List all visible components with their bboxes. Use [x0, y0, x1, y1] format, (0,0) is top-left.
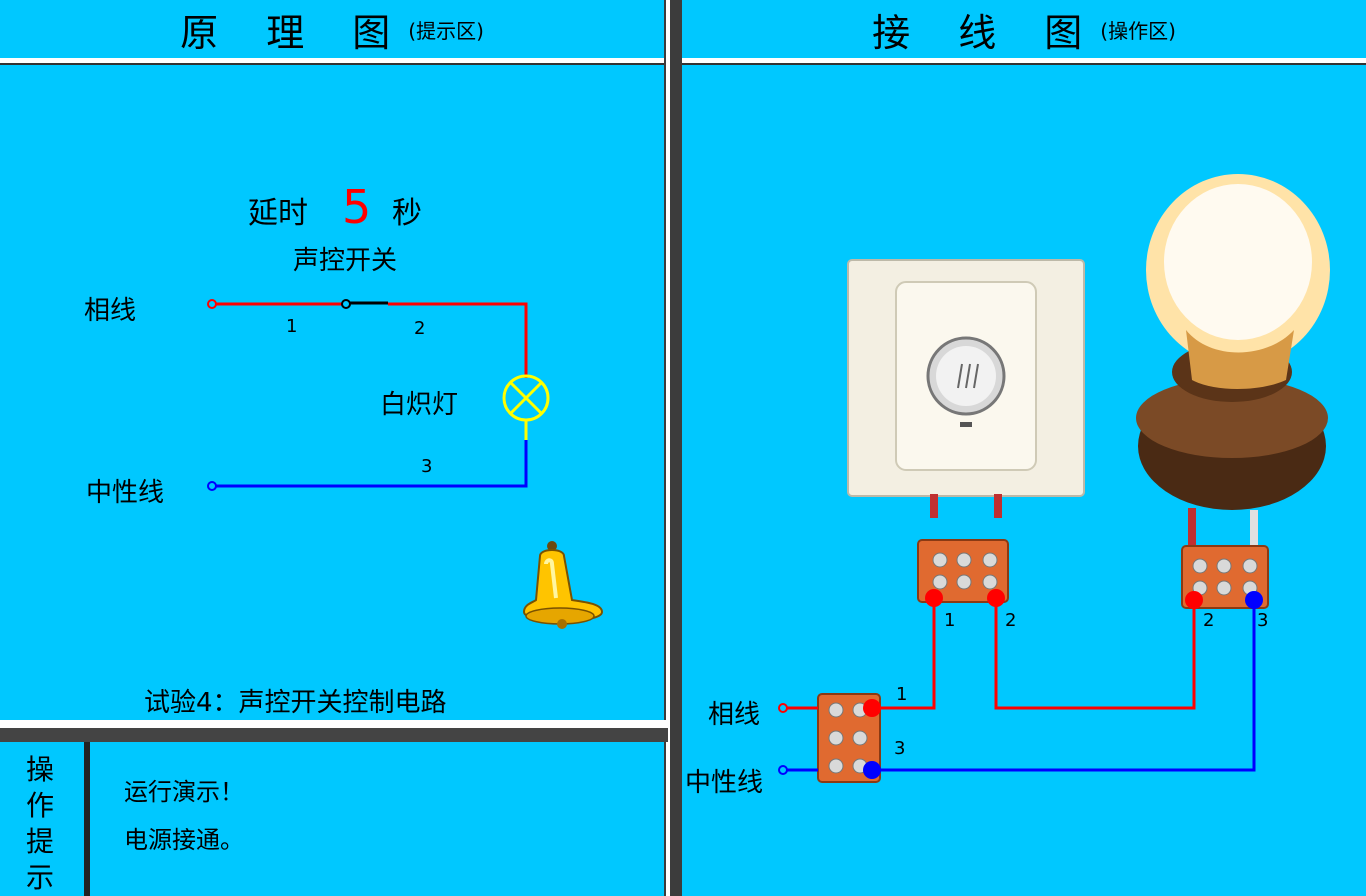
supply-terminal-block	[817, 693, 881, 783]
node-2-label: 2	[414, 318, 426, 339]
lamp-symbol	[502, 374, 550, 422]
hint-label-char-4: 示	[26, 861, 55, 894]
switch-node-2-label: 2	[1005, 610, 1017, 631]
delay-value: 5	[342, 180, 372, 234]
schematic-neutral-terminal	[207, 481, 217, 491]
hint-label-char-2: 作	[26, 789, 55, 822]
lamp-bulb	[1136, 174, 1330, 510]
block-node-3-label: 3	[894, 738, 906, 759]
right-panel-title: 接 线 图 (操作区)	[682, 0, 1366, 58]
delay-prefix: 延时	[248, 196, 308, 231]
hint-line-1: 运行演示！	[124, 778, 244, 806]
lamp-terminal-block	[1181, 545, 1269, 609]
left-title-sub: (提示区)	[408, 18, 484, 43]
switch-node-1-label: 1	[944, 610, 956, 631]
left-title-underline-shadow	[0, 63, 664, 65]
hint-label-divider	[84, 742, 90, 896]
experiment-title: 试验4：声控开关控制电路	[144, 688, 447, 718]
bell-icon	[522, 541, 604, 629]
left-panel-title: 原 理 图 (提示区)	[0, 0, 664, 58]
block-node-1-label: 1	[896, 684, 908, 705]
switch-label: 声控开关	[293, 246, 398, 276]
hint-label-char-1: 操	[26, 753, 55, 786]
right-title-main: 接 线 图	[872, 10, 1101, 55]
schematic-phase-terminal	[207, 299, 217, 309]
node-3-label: 3	[421, 456, 433, 477]
lamp-terminal-2[interactable]	[1185, 591, 1203, 609]
wiring-phase-label: 相线	[708, 700, 761, 730]
wiring-wire-1	[872, 600, 936, 710]
neutral-label: 中性线	[86, 478, 165, 508]
wiring-wire-2	[994, 600, 1196, 710]
phase-label: 相线	[84, 296, 137, 326]
left-title-main: 原 理 图	[180, 10, 409, 55]
neutral-input-terminal[interactable]	[778, 765, 788, 775]
lamp-label: 白炽灯	[380, 390, 459, 420]
lamp-node-2-label: 2	[1203, 610, 1215, 631]
hint-top-border-shadow	[0, 728, 668, 742]
vertical-divider-highlight	[666, 0, 670, 896]
right-title-underline-shadow	[682, 63, 1366, 65]
schematic-neutral-wire	[214, 440, 528, 488]
lamp-node-3-label: 3	[1257, 610, 1269, 631]
delay-suffix: 秒	[392, 196, 422, 231]
hint-top-border	[0, 720, 668, 728]
hint-line-2: 电源接通。	[124, 826, 244, 854]
supply-terminal-1[interactable]	[863, 699, 881, 717]
sound-control-switch[interactable]	[847, 259, 1085, 497]
node-1-label: 1	[286, 316, 298, 337]
switch-terminal-2[interactable]	[987, 589, 1005, 607]
wiring-wire-3	[872, 600, 1256, 772]
schematic-phase-wire-b	[388, 302, 528, 378]
phase-input-terminal[interactable]	[778, 703, 788, 713]
lamp-terminal-3[interactable]	[1245, 591, 1263, 609]
wiring-neutral-label: 中性线	[685, 768, 764, 798]
right-title-sub: (操作区)	[1100, 18, 1176, 43]
switch-pivot	[341, 299, 351, 309]
hint-label-char-3: 提	[26, 825, 55, 858]
switch-terminal-block	[917, 539, 1009, 603]
supply-terminal-3[interactable]	[863, 761, 881, 779]
switch-terminal-1[interactable]	[925, 589, 943, 607]
left-title-underline	[0, 58, 664, 63]
right-title-underline	[682, 58, 1366, 63]
